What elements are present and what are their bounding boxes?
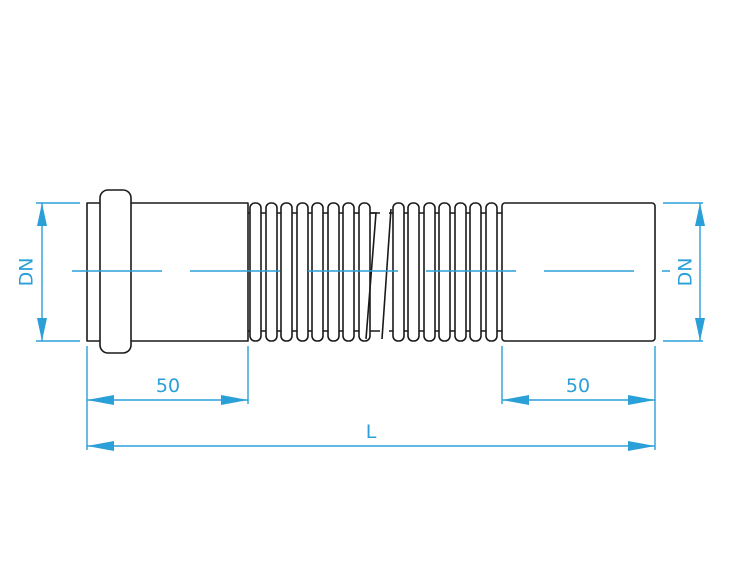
left-dn-label: DN bbox=[16, 258, 38, 287]
right-corrugation bbox=[389, 202, 502, 342]
overall-length-label: L bbox=[366, 421, 377, 443]
arrow-up-icon bbox=[695, 203, 705, 226]
right-spigot bbox=[501, 202, 656, 342]
right-50-label: 50 bbox=[566, 375, 590, 397]
right-50-dimension: 50 bbox=[501, 346, 656, 450]
arrow-up-icon bbox=[37, 203, 47, 226]
right-dn-dimension: DN bbox=[663, 202, 705, 342]
arrow-down-icon bbox=[37, 318, 47, 341]
arrow-left-icon bbox=[502, 395, 529, 405]
arrow-left-icon bbox=[87, 395, 114, 405]
arrow-right-icon bbox=[221, 395, 248, 405]
right-spigot-body bbox=[501, 202, 656, 342]
overall-length-dimension: L bbox=[87, 421, 655, 451]
left-dn-dimension: DN bbox=[16, 202, 80, 342]
right-dn-label: DN bbox=[675, 258, 697, 287]
left-corrugation bbox=[248, 202, 380, 342]
arrow-right-icon bbox=[628, 395, 655, 405]
arrow-right-icon bbox=[628, 441, 655, 451]
break-symbol bbox=[365, 208, 392, 340]
arrow-down-icon bbox=[695, 318, 705, 341]
arrow-left-icon bbox=[87, 441, 114, 451]
left-50-label: 50 bbox=[156, 375, 180, 397]
left-50-dimension: 50 bbox=[86, 346, 249, 450]
